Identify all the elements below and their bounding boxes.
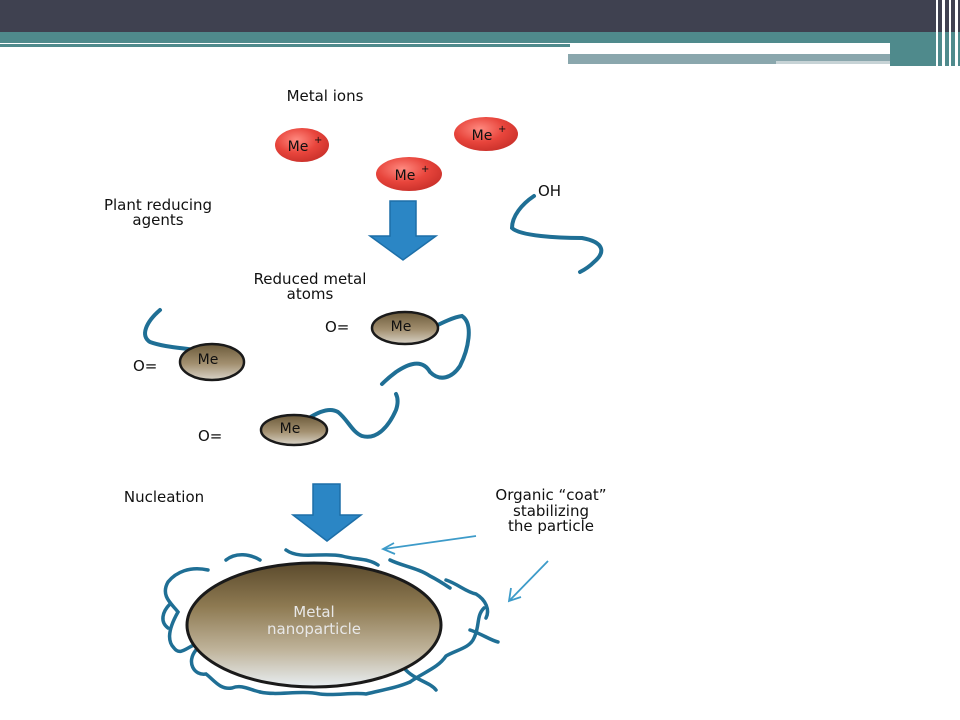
- svg-text:Me: Me: [395, 168, 416, 184]
- label-reduced-atoms: Reduced metal: [254, 270, 367, 288]
- slide-gray-bar: [568, 54, 890, 64]
- svg-text:+: +: [498, 124, 506, 135]
- down-arrow: [290, 483, 364, 542]
- reduced-metal-atom: Me: [178, 342, 246, 382]
- reducing-agent-chain: [298, 392, 400, 439]
- bond-label: O=: [325, 318, 349, 336]
- pointer-arrow: [507, 560, 549, 603]
- slide-header-bar: [0, 0, 960, 32]
- svg-text:Me: Me: [391, 319, 412, 335]
- reduced-metal-atom: Me: [370, 310, 440, 346]
- reduced-metal-atom: Me: [259, 413, 329, 447]
- svg-text:+: +: [421, 164, 429, 175]
- label-metal-ions: Metal ions: [287, 87, 364, 105]
- svg-text:Metal: Metal: [293, 603, 334, 621]
- bond-label: O=: [133, 357, 157, 375]
- down-arrow: [367, 200, 439, 261]
- pointer-arrow: [380, 535, 477, 555]
- svg-text:Me: Me: [280, 421, 301, 437]
- metal-ion: Me +: [275, 128, 329, 162]
- slide-corner-lines: [930, 0, 960, 66]
- label-reduced-atoms-line2: atoms: [287, 285, 334, 303]
- reducing-agent-chain: [380, 313, 471, 386]
- label-oh: OH: [538, 182, 561, 200]
- label-organic-coat: Organic “coat”: [495, 486, 606, 504]
- label-plant-reducing: Plant reducing: [104, 196, 212, 214]
- svg-text:+: +: [314, 135, 322, 146]
- svg-text:Me: Me: [198, 352, 219, 368]
- organic-coat: [161, 548, 500, 697]
- metal-ion: Me +: [454, 117, 518, 151]
- slide-accent-band: [0, 32, 960, 43]
- label-plant-reducing-line2: agents: [132, 211, 183, 229]
- svg-text:nanoparticle: nanoparticle: [267, 620, 361, 638]
- metal-nanoparticle: Metal nanoparticle: [185, 561, 443, 689]
- slide-gray-bar-light: [776, 61, 890, 64]
- label-organic-coat-line3: the particle: [508, 517, 594, 535]
- label-nucleation: Nucleation: [124, 488, 204, 506]
- label-organic-coat-line2: stabilizing: [513, 502, 589, 520]
- svg-text:Me: Me: [472, 128, 493, 144]
- slide-accent-line: [0, 44, 570, 47]
- metal-ion: Me +: [376, 157, 442, 191]
- slide-corner-block: [890, 32, 960, 66]
- bond-label: O=: [198, 427, 222, 445]
- reducing-agent-chain: [509, 194, 604, 274]
- svg-text:Me: Me: [288, 139, 309, 155]
